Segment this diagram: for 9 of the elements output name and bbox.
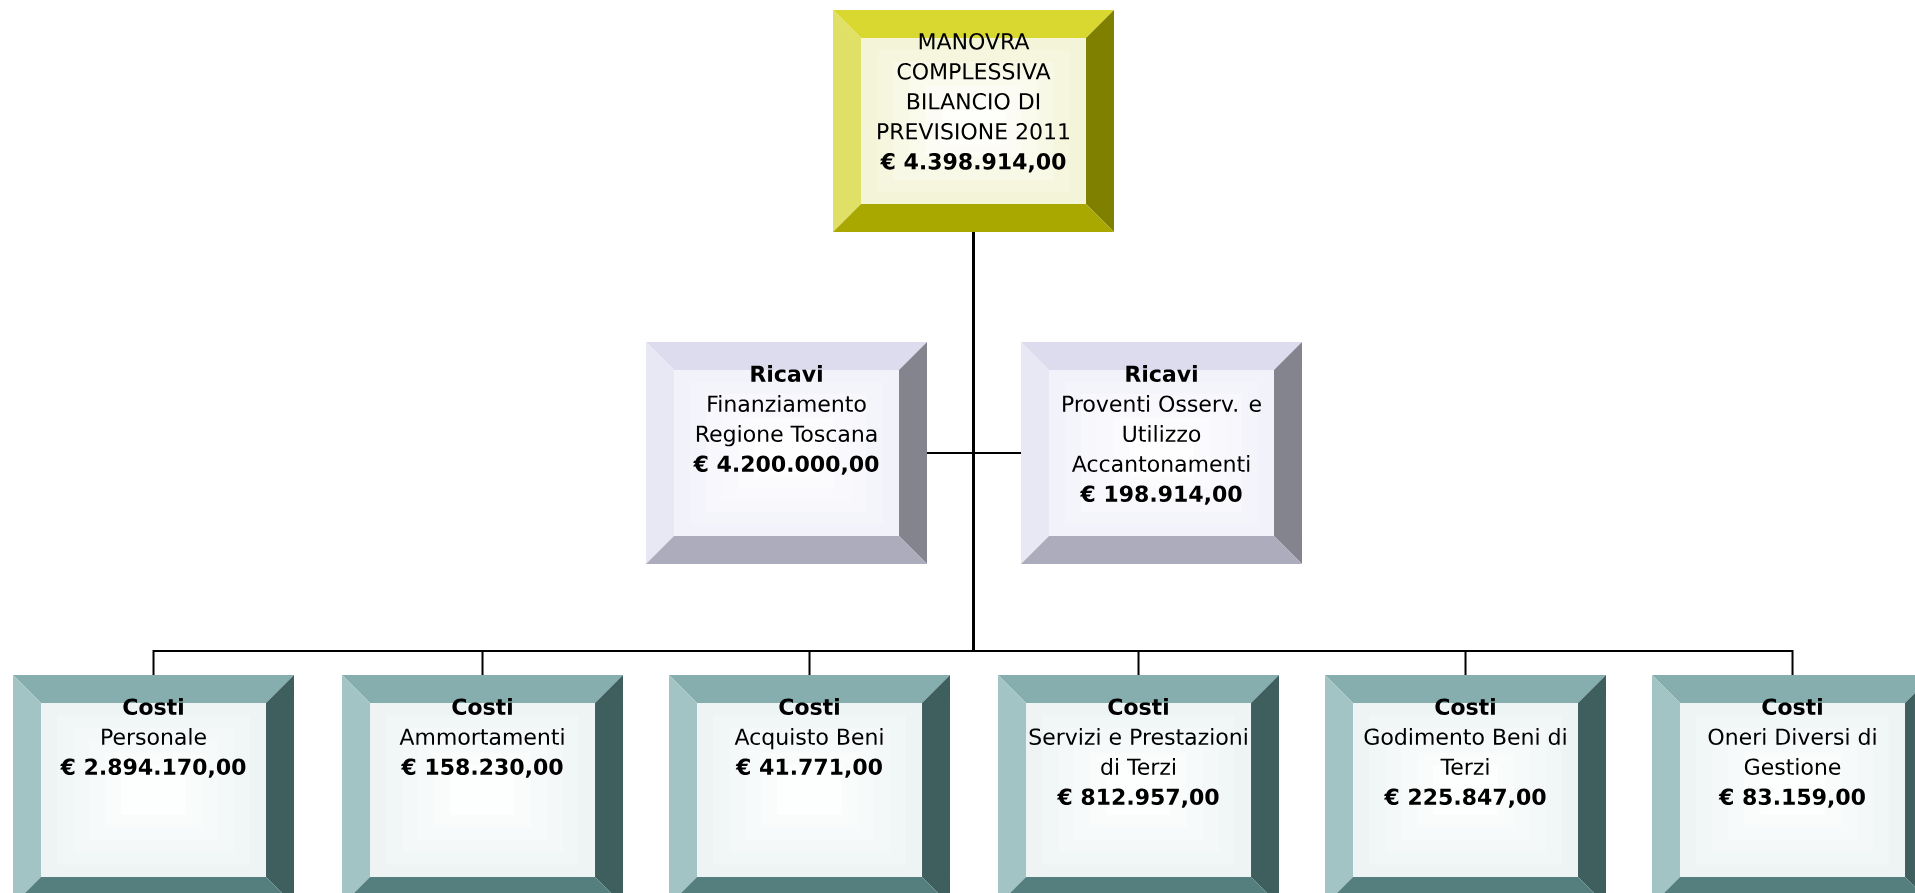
- bevel-box: Costi Personale € 2.894.170,00: [13, 675, 294, 893]
- bevel-box: Ricavi Finanziamento Regione Toscana € 4.200.000,00: [646, 342, 927, 564]
- bevel-box: Costi Acquisto Beni € 41.771,00: [669, 675, 950, 893]
- bevel-box: Costi Ammortamenti € 158.230,00: [342, 675, 623, 893]
- connector-line: [972, 231, 1794, 676]
- bevel-box: Costi Godimento Beni di Terzi € 225.847,00: [1325, 675, 1606, 893]
- bevel-box: Ricavi Proventi Osserv. e Utilizzo Accantonamenti € 198.914,00: [1021, 342, 1302, 564]
- bevel-box: Costi Oneri Diversi di Gestione € 83.159,00: [1652, 675, 1915, 893]
- bevel-box: Costi Servizi e Prestazioni di Terzi € 812.957,00: [998, 675, 1279, 893]
